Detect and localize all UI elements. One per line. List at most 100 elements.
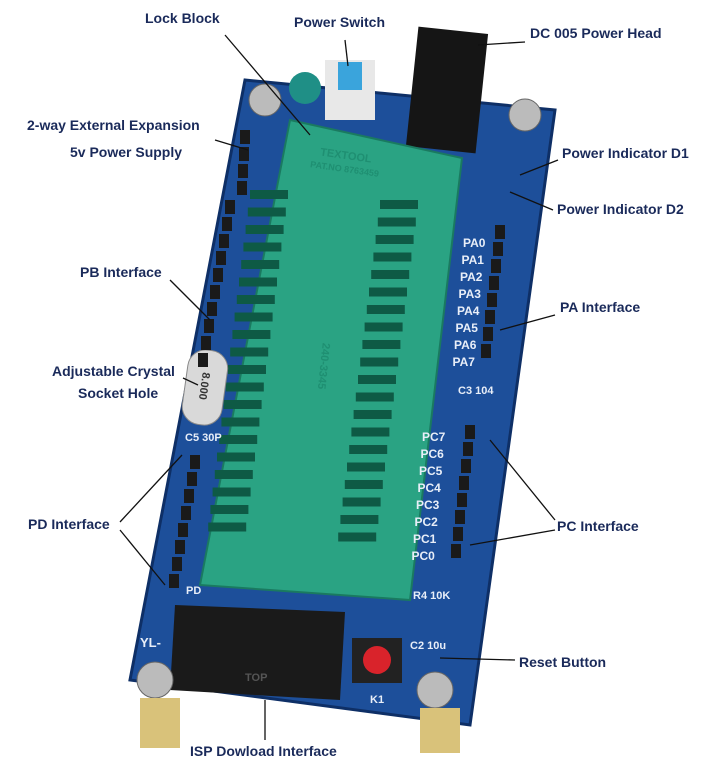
pb-header-pin — [216, 251, 226, 265]
pb-header-pin — [204, 319, 214, 333]
socket-slot — [353, 410, 392, 419]
screw — [136, 661, 174, 699]
socket-slot — [230, 347, 269, 357]
pb-header-pin — [210, 285, 220, 299]
pin-label: PA1 — [461, 253, 484, 267]
label-indicator-d2: Power Indicator D2 — [557, 201, 684, 217]
label-indicator-d1: Power Indicator D1 — [562, 145, 689, 161]
label-expansion-2: 5v Power Supply — [70, 144, 183, 160]
socket-slot — [241, 260, 280, 269]
pd-header-pin — [190, 455, 200, 469]
socket-slot — [236, 295, 275, 304]
pin-label: PC6 — [420, 447, 444, 461]
socket-slot — [247, 207, 286, 217]
socket-slot — [358, 375, 396, 384]
pin-label: PC1 — [413, 532, 437, 546]
socket-slot — [338, 532, 377, 542]
label-lock-block: Lock Block — [145, 10, 220, 26]
label-reset-button: Reset Button — [519, 654, 607, 670]
socket-slot — [221, 417, 260, 427]
socket-slot — [225, 382, 264, 392]
pb-header-pin — [201, 336, 211, 350]
socket-slot — [351, 427, 390, 437]
pd-silk: PD — [186, 585, 202, 597]
pin-label: PA2 — [460, 270, 483, 284]
leader-lines — [119, 34, 559, 740]
socket-slot — [210, 505, 249, 514]
expansion-pin — [237, 181, 247, 195]
socket-slot — [228, 365, 266, 374]
pb-header-pin — [219, 234, 229, 248]
r4-label: R4 10K — [413, 590, 451, 602]
pin-label: PC5 — [419, 464, 443, 478]
socket-slot — [369, 287, 407, 297]
socket-slot — [250, 190, 288, 199]
label-crystal-1: Adjustable Crystal — [52, 363, 175, 379]
socket-slot — [360, 357, 399, 367]
pin-label: PC4 — [417, 481, 441, 495]
socket-slot — [234, 312, 273, 322]
label-pc-interface: PC Interface — [557, 518, 639, 534]
pd-header-pin — [172, 557, 182, 571]
socket-slot — [214, 470, 253, 479]
socket-slot — [349, 445, 388, 454]
socket-slot — [380, 200, 418, 209]
pa-header-pin — [483, 327, 493, 341]
socket-slot — [212, 487, 251, 497]
screw — [508, 98, 542, 132]
pd-header-pin — [178, 523, 188, 537]
socket-slot — [219, 435, 258, 444]
label-pb-interface: PB Interface — [80, 264, 162, 280]
pc-header-pin — [461, 459, 471, 473]
pb-header-pin — [225, 200, 235, 214]
socket-slot — [217, 452, 255, 462]
isp-top-label: TOP — [245, 672, 268, 684]
pa-header-pin — [493, 242, 503, 256]
socket-slot — [342, 497, 381, 507]
socket-slot — [245, 225, 284, 234]
pc-header-pin — [465, 425, 475, 439]
crystal — [181, 349, 229, 426]
label-crystal-2: Socket Hole — [78, 385, 159, 401]
pb-header-pin — [213, 268, 223, 282]
socket-slots — [208, 190, 418, 542]
pa-header-pin — [491, 259, 501, 273]
k1-label: K1 — [370, 694, 385, 706]
screw — [416, 671, 454, 709]
label-isp-interface: ISP Dowload Interface — [190, 743, 337, 759]
pin-label: PA0 — [463, 236, 486, 250]
pc-header-pin — [451, 544, 461, 558]
socket-slot — [355, 392, 394, 402]
pin-label: PA7 — [452, 355, 475, 369]
pb-header-pin — [207, 302, 217, 316]
screw — [248, 83, 282, 117]
socket-slot — [362, 340, 401, 349]
pin-label: PA4 — [457, 304, 480, 318]
pb-header-pin — [198, 353, 208, 367]
label-pd-interface: PD Interface — [28, 516, 110, 532]
isp-header — [170, 605, 345, 700]
lock-lever-knob — [289, 72, 321, 104]
pin-label: PA5 — [455, 321, 478, 335]
pd-header-pin — [181, 506, 191, 520]
socket-slot — [243, 242, 282, 252]
pa-header-pin — [495, 225, 505, 239]
pin-label: PA3 — [458, 287, 481, 301]
pin-label: PA6 — [454, 338, 477, 352]
pin-label: PC0 — [411, 549, 435, 563]
pd-header-pin — [187, 472, 197, 486]
pc-header-pin — [459, 476, 469, 490]
pin-label: PC3 — [416, 498, 440, 512]
pin-label: PC7 — [422, 430, 446, 444]
socket-slot — [371, 270, 410, 279]
pc-header-pin — [453, 527, 463, 541]
pin-label: PC2 — [414, 515, 438, 529]
pd-header-pin — [184, 489, 194, 503]
label-power-switch: Power Switch — [294, 14, 386, 30]
pa-header-pin — [489, 276, 499, 290]
c2-label: C2 10u — [410, 640, 447, 652]
pc-header-pin — [455, 510, 465, 524]
socket-slot — [239, 277, 277, 287]
expansion-pin — [239, 147, 249, 161]
